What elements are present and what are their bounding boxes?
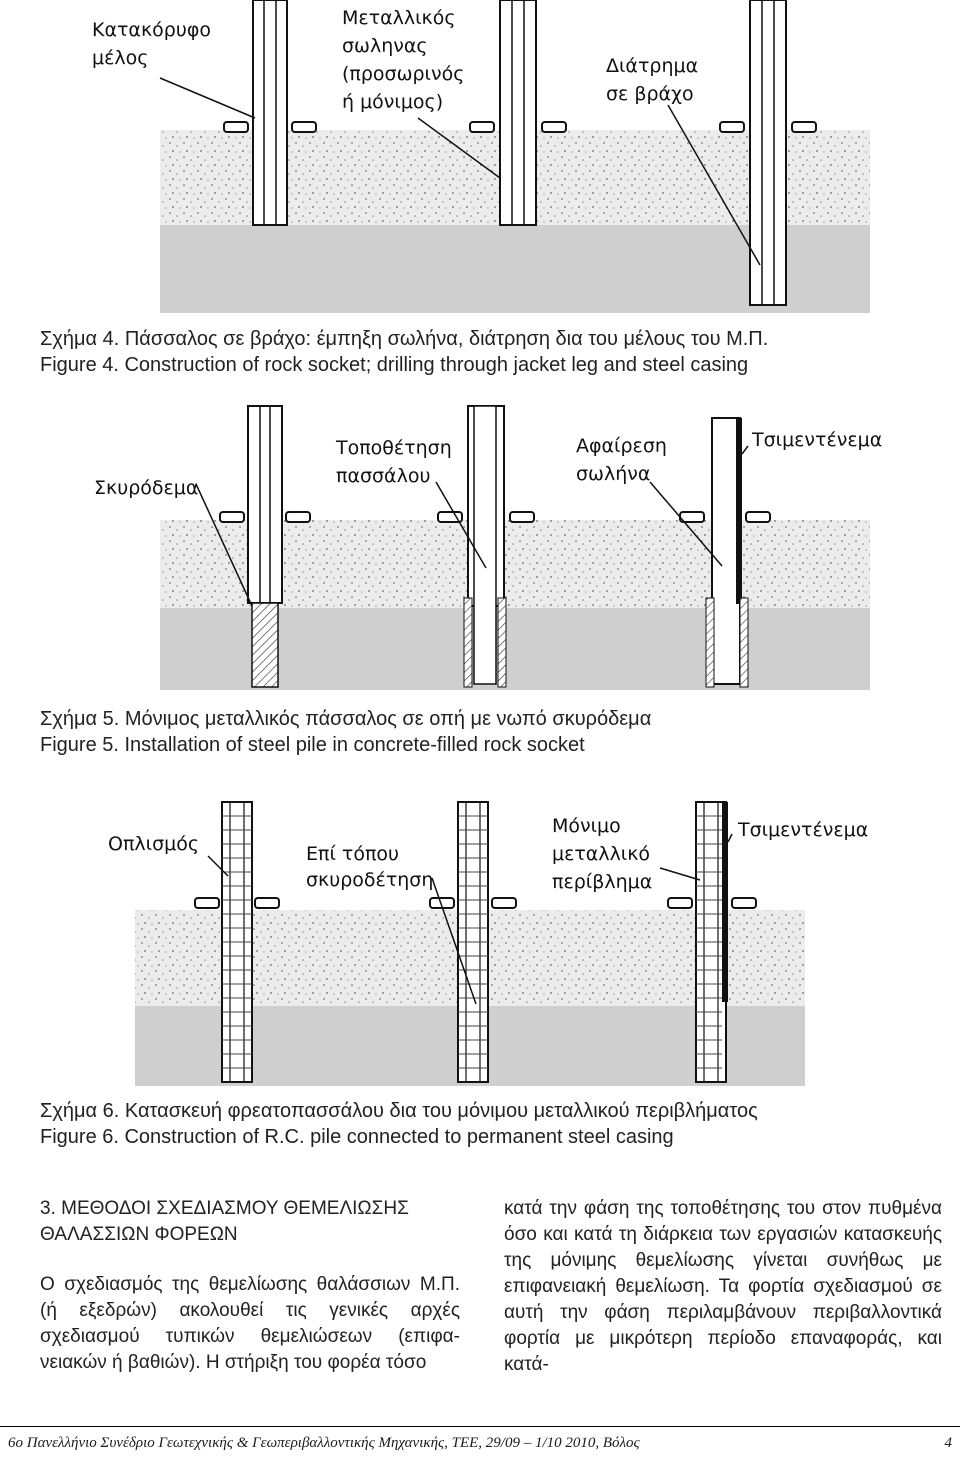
section-heading-line-1: 3. ΜΕΘΟΔΟΙ ΣΧΕΔΙΑΣΜΟΥ ΘΕΜΕΛΙΩΣΗΣ — [40, 1198, 409, 1219]
section-heading: 3. ΜΕΘΟΔΟΙ ΣΧΕΔΙΑΣΜΟΥ ΘΕΜΕΛΙΩΣΗΣ ΘΑΛΑΣΣΙ… — [40, 1196, 460, 1248]
figure-5: Σκυρόδεμα Τοποθέτηση πασσάλου Αφαίρεση σ… — [0, 398, 960, 690]
label-steel-casing: Μεταλλικός σωληνας (προσωρινός ή μόνιμος… — [342, 7, 470, 113]
caption-english: Figure 6. Construction of R.C. pile conn… — [40, 1126, 674, 1148]
label-grout: Τσιμεντένεμα — [751, 429, 882, 451]
right-column: κατά την φάση της τοποθέτησης του στον π… — [504, 1196, 942, 1378]
page-footer: 6ο Πανελλήνιο Συνέδριο Γεωτεχνικής & Γεω… — [0, 1426, 960, 1457]
pile-center — [429, 801, 517, 1083]
label-pile-placement: Τοποθέτηση πασσάλου — [335, 437, 458, 487]
caption-english: Figure 5. Installation of steel pile in … — [40, 734, 585, 756]
label-grout: Τσιμεντένεμα — [737, 819, 868, 841]
figure-4: Κατακόρυφο μέλος Μεταλλικός σωληνας (προ… — [0, 0, 960, 320]
label-permanent-casing: Μόνιμο μεταλλικό περίβλημα — [552, 815, 656, 893]
figure-5-caption: Σχήμα 5. Μόνιμος μεταλλικός πάσσαλος σε … — [40, 706, 651, 758]
pile-right — [679, 417, 771, 688]
label-in-situ-concrete: Επί τόπου σκυροδέτηση — [306, 843, 433, 891]
figure-4-caption: Σχήμα 4. Πάσσαλος σε βράχο: έμπηξη σωλήν… — [40, 326, 768, 378]
caption-english: Figure 4. Construction of rock socket; d… — [40, 354, 749, 376]
pile-center — [469, 0, 567, 226]
pile-center — [437, 405, 535, 688]
pile-left — [194, 801, 280, 1083]
label-reinforcement: Οπλισμός — [108, 833, 199, 855]
caption-greek: Σχήμα 6. Κατασκευή φρεατοπασσάλου δια το… — [40, 1100, 758, 1122]
caption-greek: Σχήμα 5. Μόνιμος μεταλλικός πάσσαλος σε … — [40, 708, 652, 730]
page-number: 4 — [944, 1435, 953, 1451]
figure-6: Οπλισμός Επί τόπου σκυροδέτηση Μόνιμο με… — [0, 786, 960, 1086]
pile-left — [223, 0, 317, 226]
label-rock-drilling: Διάτρημα σε βράχο — [606, 55, 704, 105]
left-paragraph: Ο σχεδιασμός της θεμελίωσης θαλάσσιων Μ.… — [40, 1274, 460, 1373]
conference-footer: 6ο Πανελλήνιο Συνέδριο Γεωτεχνικής & Γεω… — [8, 1435, 640, 1451]
left-column: 3. ΜΕΘΟΔΟΙ ΣΧΕΔΙΑΣΜΟΥ ΘΕΜΕΛΙΩΣΗΣ ΘΑΛΑΣΣΙ… — [40, 1196, 460, 1376]
pile-right — [667, 801, 757, 1083]
label-casing-removal: Αφαίρεση σωλήνα — [576, 435, 673, 485]
label-vertical-member: Κατακόρυφο μέλος — [92, 19, 217, 69]
pile-right — [719, 0, 817, 306]
label-concrete: Σκυρόδεμα — [94, 477, 198, 499]
right-paragraph: κατά την φάση της τοποθέτησης του στον π… — [504, 1198, 942, 1375]
figure-6-caption: Σχήμα 6. Κατασκευή φρεατοπασσάλου δια το… — [40, 1098, 758, 1150]
pile-left — [219, 405, 311, 688]
section-heading-line-2: ΘΑΛΑΣΣΙΩΝ ΦΟΡΕΩΝ — [40, 1224, 238, 1245]
caption-greek: Σχήμα 4. Πάσσαλος σε βράχο: έμπηξη σωλήν… — [40, 328, 769, 350]
